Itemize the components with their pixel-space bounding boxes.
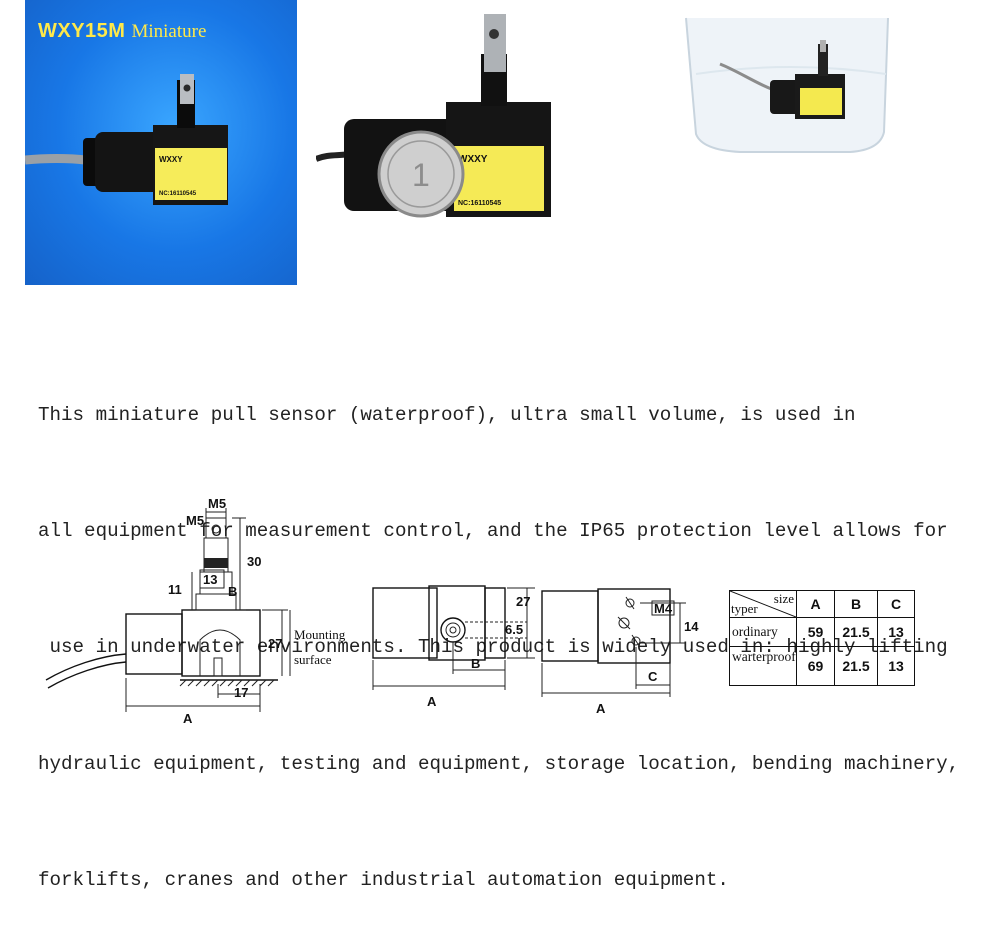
side-view-drawing: M5 M5 30 11 13 B 27 Mounting surface 17 … [45,498,346,726]
corner-size-label: size [773,591,794,606]
end-view-drawing: M4 14 C A [541,588,699,716]
row-label-cell: warterproof [729,646,797,686]
dim-17: 17 [234,685,248,700]
mounting-label: Mounting [294,627,346,642]
description-line: hydraulic equipment, testing and equipme… [38,752,960,775]
dim-b-front: B [471,656,480,671]
dim-m5-top: M5 [208,498,226,511]
label-brand-2: WXXY [458,154,488,165]
front-view-drawing: 27 6.5 B A [372,585,535,709]
dim-a-front: A [427,694,437,709]
product-photo-coin: WXXY NC:16110545 1 [316,14,560,229]
brand-tagline: Miniature [131,21,207,42]
dim-30: 30 [247,554,261,569]
dim-m5-side: M5 [186,513,204,528]
header-c: C [877,590,915,618]
corner-cell: size typer [729,590,797,618]
table-row: ordinary 59 21.5 13 [729,617,915,647]
cell-b: 21.5 [834,617,878,647]
cell-b: 21.5 [834,646,878,686]
dim-6-5: 6.5 [505,622,523,637]
label-brand: WXXY [159,155,183,164]
dim-a-end: A [596,701,606,716]
corner-type-label: typer [731,601,758,616]
sensor-illustration-2: WXXY NC:16110545 1 [316,14,551,218]
dim-a-side: A [183,711,193,726]
description-line: forklifts, cranes and other industrial a… [38,869,729,892]
dim-11: 11 [168,582,182,597]
table-row: warterproof 69 21.5 13 [729,646,915,686]
row-label: warterproof [732,649,796,664]
coin-number: 1 [412,157,430,193]
table-header-row: size typer A B C [729,590,915,618]
dim-27-front: 27 [516,594,530,609]
cell-c: 13 [877,646,915,686]
sensor-illustration-1: WXXY NC:16110545 [25,74,228,205]
dim-14: 14 [684,619,699,634]
cell-c: 13 [877,617,915,647]
product-photo-water [680,14,895,154]
cell-a: 69 [796,646,835,686]
dim-b-side: B [228,584,237,599]
surface-label: surface [294,652,332,667]
dim-m4: M4 [654,601,673,616]
size-spec-table: size typer A B C ordinary 59 21.5 13 war… [729,590,915,686]
description-line: all equipment for measurement control, a… [38,519,948,542]
description-line: This miniature pull sensor (waterproof),… [38,403,856,426]
brand-model: WXY15M [38,20,126,42]
header-b: B [834,590,878,618]
cell-a: 59 [796,617,835,647]
dim-27-side: 27 [268,636,282,651]
dim-13: 13 [203,572,217,587]
sensor-in-water-illustration [685,17,889,153]
dim-c: C [648,669,658,684]
label-serial-2: NC:16110545 [458,200,501,207]
header-a: A [796,590,835,618]
row-label: ordinary [729,617,797,647]
label-serial: NC:16110545 [159,191,197,197]
